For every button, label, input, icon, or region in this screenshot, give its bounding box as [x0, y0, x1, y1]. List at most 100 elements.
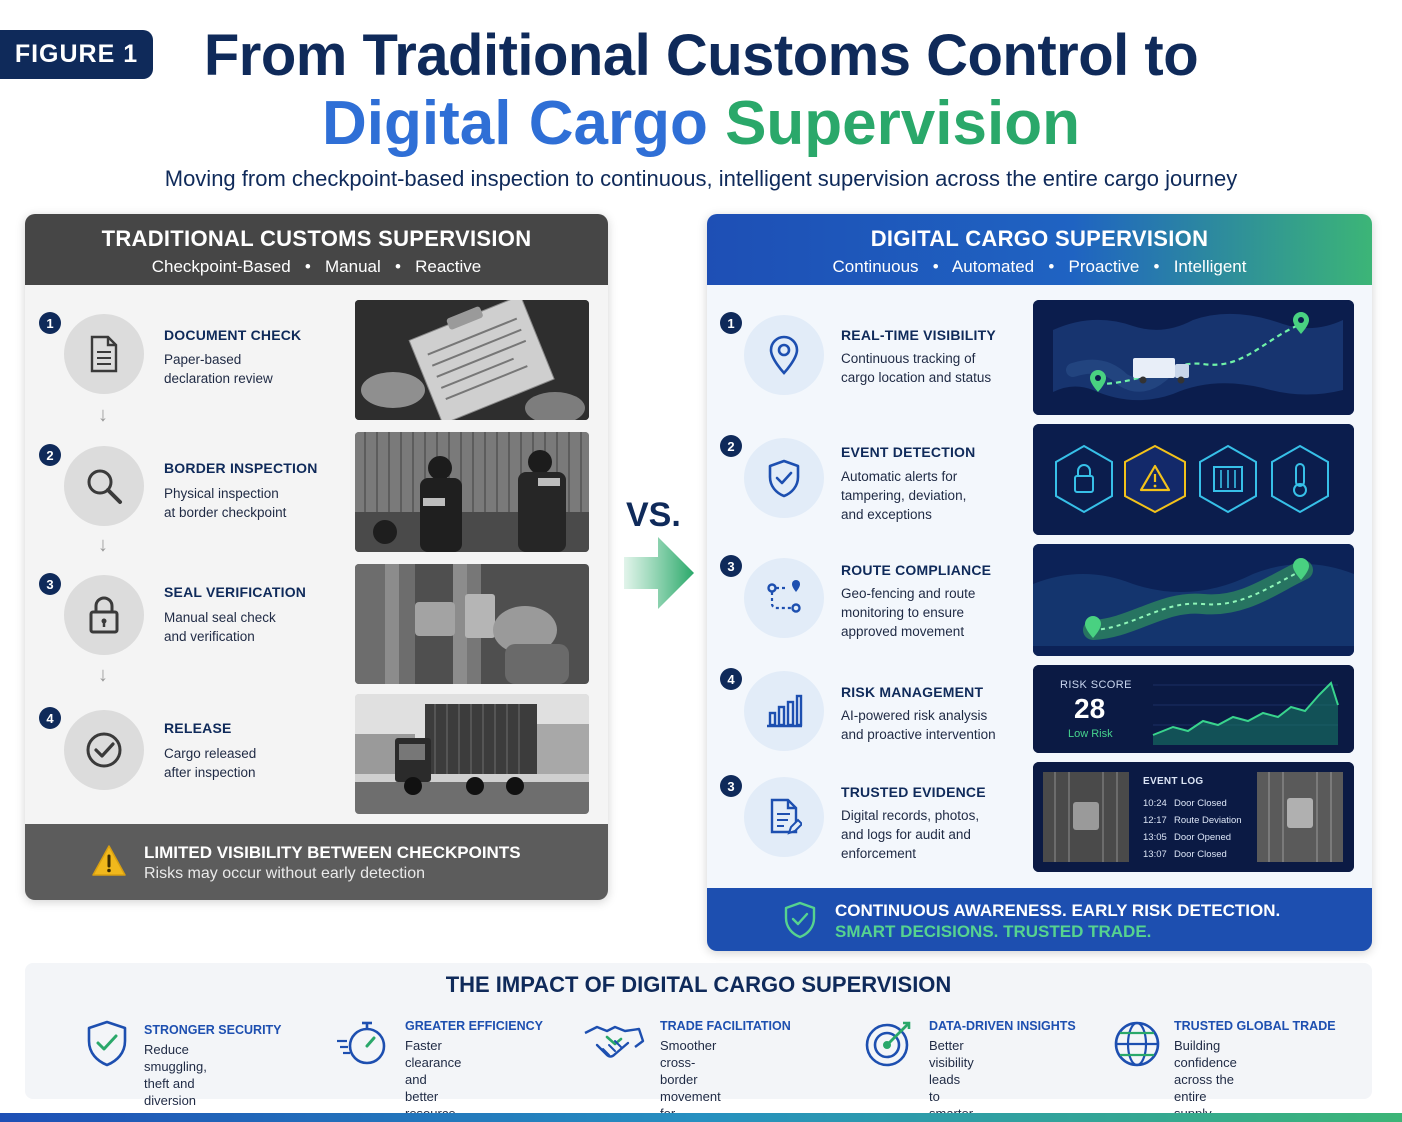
stopwatch-icon: [335, 1019, 389, 1072]
step-description: Cargo released after inspection: [164, 746, 257, 780]
step-number: 3: [39, 573, 61, 595]
impact-item-description: Building confidence across the entire su…: [1174, 1038, 1237, 1121]
step-description: AI-powered risk analysis and proactive i…: [841, 708, 996, 742]
step-title: EVENT DETECTION: [841, 444, 976, 460]
step-number: 2: [39, 444, 61, 466]
footer-title: LIMITED VISIBILITY BETWEEN CHECKPOINTS: [144, 843, 521, 862]
risk-level-text: Low Risk: [1068, 728, 1113, 740]
step-number: 1: [720, 312, 742, 334]
event-text: Route Deviation: [1174, 815, 1242, 826]
step-description: Physical inspection at border checkpoint: [164, 486, 287, 520]
impact-section: THE IMPACT OF DIGITAL CARGO SUPERVISION …: [25, 963, 1372, 1121]
checkmark-icon: [64, 710, 144, 790]
digital-footer: CONTINUOUS AWARENESS. EARLY RISK DETECTI…: [707, 888, 1372, 951]
step-description: Paper-based declaration review: [164, 352, 273, 386]
handshake-icon: [583, 1019, 645, 1072]
seal-verification-photo: [355, 564, 589, 684]
title-green-text: Supervision: [725, 89, 1080, 158]
event-time: 10:24: [1143, 798, 1167, 809]
clipboard-photo: [355, 300, 589, 420]
globe-icon: [1112, 1019, 1162, 1074]
step-description: Automatic alerts for tampering, deviatio…: [841, 469, 967, 522]
event-time: 13:05: [1143, 832, 1167, 843]
tag-separator: •: [923, 257, 949, 276]
step-description: Digital records, photos, and logs for au…: [841, 808, 980, 861]
document-edit-icon: [744, 777, 824, 857]
page-title-line2: Digital Cargo Supervision: [0, 88, 1402, 159]
magnifier-icon: [64, 446, 144, 526]
step-title: TRUSTED EVIDENCE: [841, 784, 986, 800]
document-icon: [64, 314, 144, 394]
location-pin-icon: [744, 315, 824, 395]
shield-check-icon: [744, 438, 824, 518]
impact-item-title: STRONGER SECURITY: [144, 1023, 282, 1037]
padlock-icon: [64, 575, 144, 655]
step-number: 2: [720, 435, 742, 457]
tag: Proactive: [1068, 257, 1140, 276]
event-log-row: 13:05 Door Opened: [1143, 829, 1242, 846]
alerts-visual: [1033, 424, 1354, 535]
impact-title: THE IMPACT OF DIGITAL CARGO SUPERVISION: [445, 972, 952, 997]
digital-header-tags: Continuous • Automated • Proactive • Int…: [707, 257, 1372, 277]
risk-score-visual: RISK SCORE 28 Low Risk: [1033, 665, 1354, 753]
impact-item-title: DATA-DRIVEN INSIGHTS: [929, 1019, 1076, 1033]
impact-item-description: Smoother cross-border movement for legit…: [660, 1038, 721, 1121]
traditional-footer: LIMITED VISIBILITY BETWEEN CHECKPOINTS R…: [25, 824, 608, 900]
risk-score-label: RISK SCORE: [1060, 679, 1132, 691]
title-blue-text: Digital Cargo: [322, 89, 708, 158]
arrow-right-icon: [624, 535, 696, 616]
digital-panel: DIGITAL CARGO SUPERVISION Continuous • A…: [707, 214, 1372, 951]
event-log-title: EVENT LOG: [1143, 776, 1204, 787]
arrow-down-icon: ↓: [98, 404, 108, 426]
tag: Intelligent: [1173, 257, 1247, 276]
page-subtitle: Moving from checkpoint-based inspection …: [164, 166, 1238, 191]
step-title: BORDER INSPECTION: [164, 460, 318, 476]
border-inspection-photo: [355, 432, 589, 552]
impact-item-title: GREATER EFFICIENCY: [405, 1019, 543, 1033]
step-title: SEAL VERIFICATION: [164, 584, 307, 600]
step-title: RELEASE: [164, 720, 232, 736]
arrow-down-icon: ↓: [98, 534, 108, 556]
step-description: Continuous tracking of cargo location an…: [841, 351, 992, 385]
risk-score-value: 28: [1074, 693, 1106, 724]
tag-separator: •: [385, 257, 411, 276]
tag: Checkpoint-Based: [151, 257, 291, 276]
footer-description: Risks may occur without early detection: [144, 865, 425, 882]
tag-separator: •: [1144, 257, 1169, 276]
event-text: Door Opened: [1174, 832, 1232, 843]
step-number: 3: [720, 775, 742, 797]
footer-line-1: CONTINUOUS AWARENESS. EARLY RISK DETECTI…: [835, 901, 1281, 920]
step-number: 4: [39, 707, 61, 729]
step-title: DOCUMENT CHECK: [164, 327, 302, 343]
tag-separator: •: [1038, 257, 1064, 276]
figure-label: FIGURE 1: [0, 30, 153, 79]
truck-release-photo: [355, 694, 589, 814]
tag: Continuous: [832, 257, 919, 276]
page-title-line1: From Traditional Customs Control to: [203, 23, 1199, 88]
traditional-header-title: TRADITIONAL CUSTOMS SUPERVISION: [101, 226, 532, 251]
tag: Reactive: [415, 257, 482, 276]
footer-line-2: SMART DECISIONS. TRUSTED TRADE.: [835, 922, 1152, 941]
tracking-map-visual: [1033, 300, 1354, 415]
traditional-panel: TRADITIONAL CUSTOMS SUPERVISION Checkpoi…: [25, 214, 608, 900]
warning-icon: [91, 844, 127, 883]
traditional-header-tags: Checkpoint-Based • Manual • Reactive: [25, 257, 608, 277]
traditional-header: TRADITIONAL CUSTOMS SUPERVISION Checkpoi…: [25, 214, 608, 285]
bar-chart-icon: [744, 671, 824, 751]
shield-check-icon: [783, 901, 817, 944]
step-number: 1: [39, 312, 61, 334]
step-description: Geo-fencing and route monitoring to ensu…: [841, 586, 976, 639]
step-number: 3: [720, 555, 742, 577]
route-icon: [744, 558, 824, 638]
impact-item-description: Better visibility leads to smarter polic…: [929, 1038, 974, 1121]
vs-label: VS.: [626, 496, 681, 534]
tag: Manual: [325, 257, 381, 276]
target-icon: [863, 1019, 915, 1074]
route-map-visual: [1033, 544, 1354, 656]
digital-header: DIGITAL CARGO SUPERVISION Continuous • A…: [707, 214, 1372, 285]
step-title: RISK MANAGEMENT: [841, 684, 984, 700]
